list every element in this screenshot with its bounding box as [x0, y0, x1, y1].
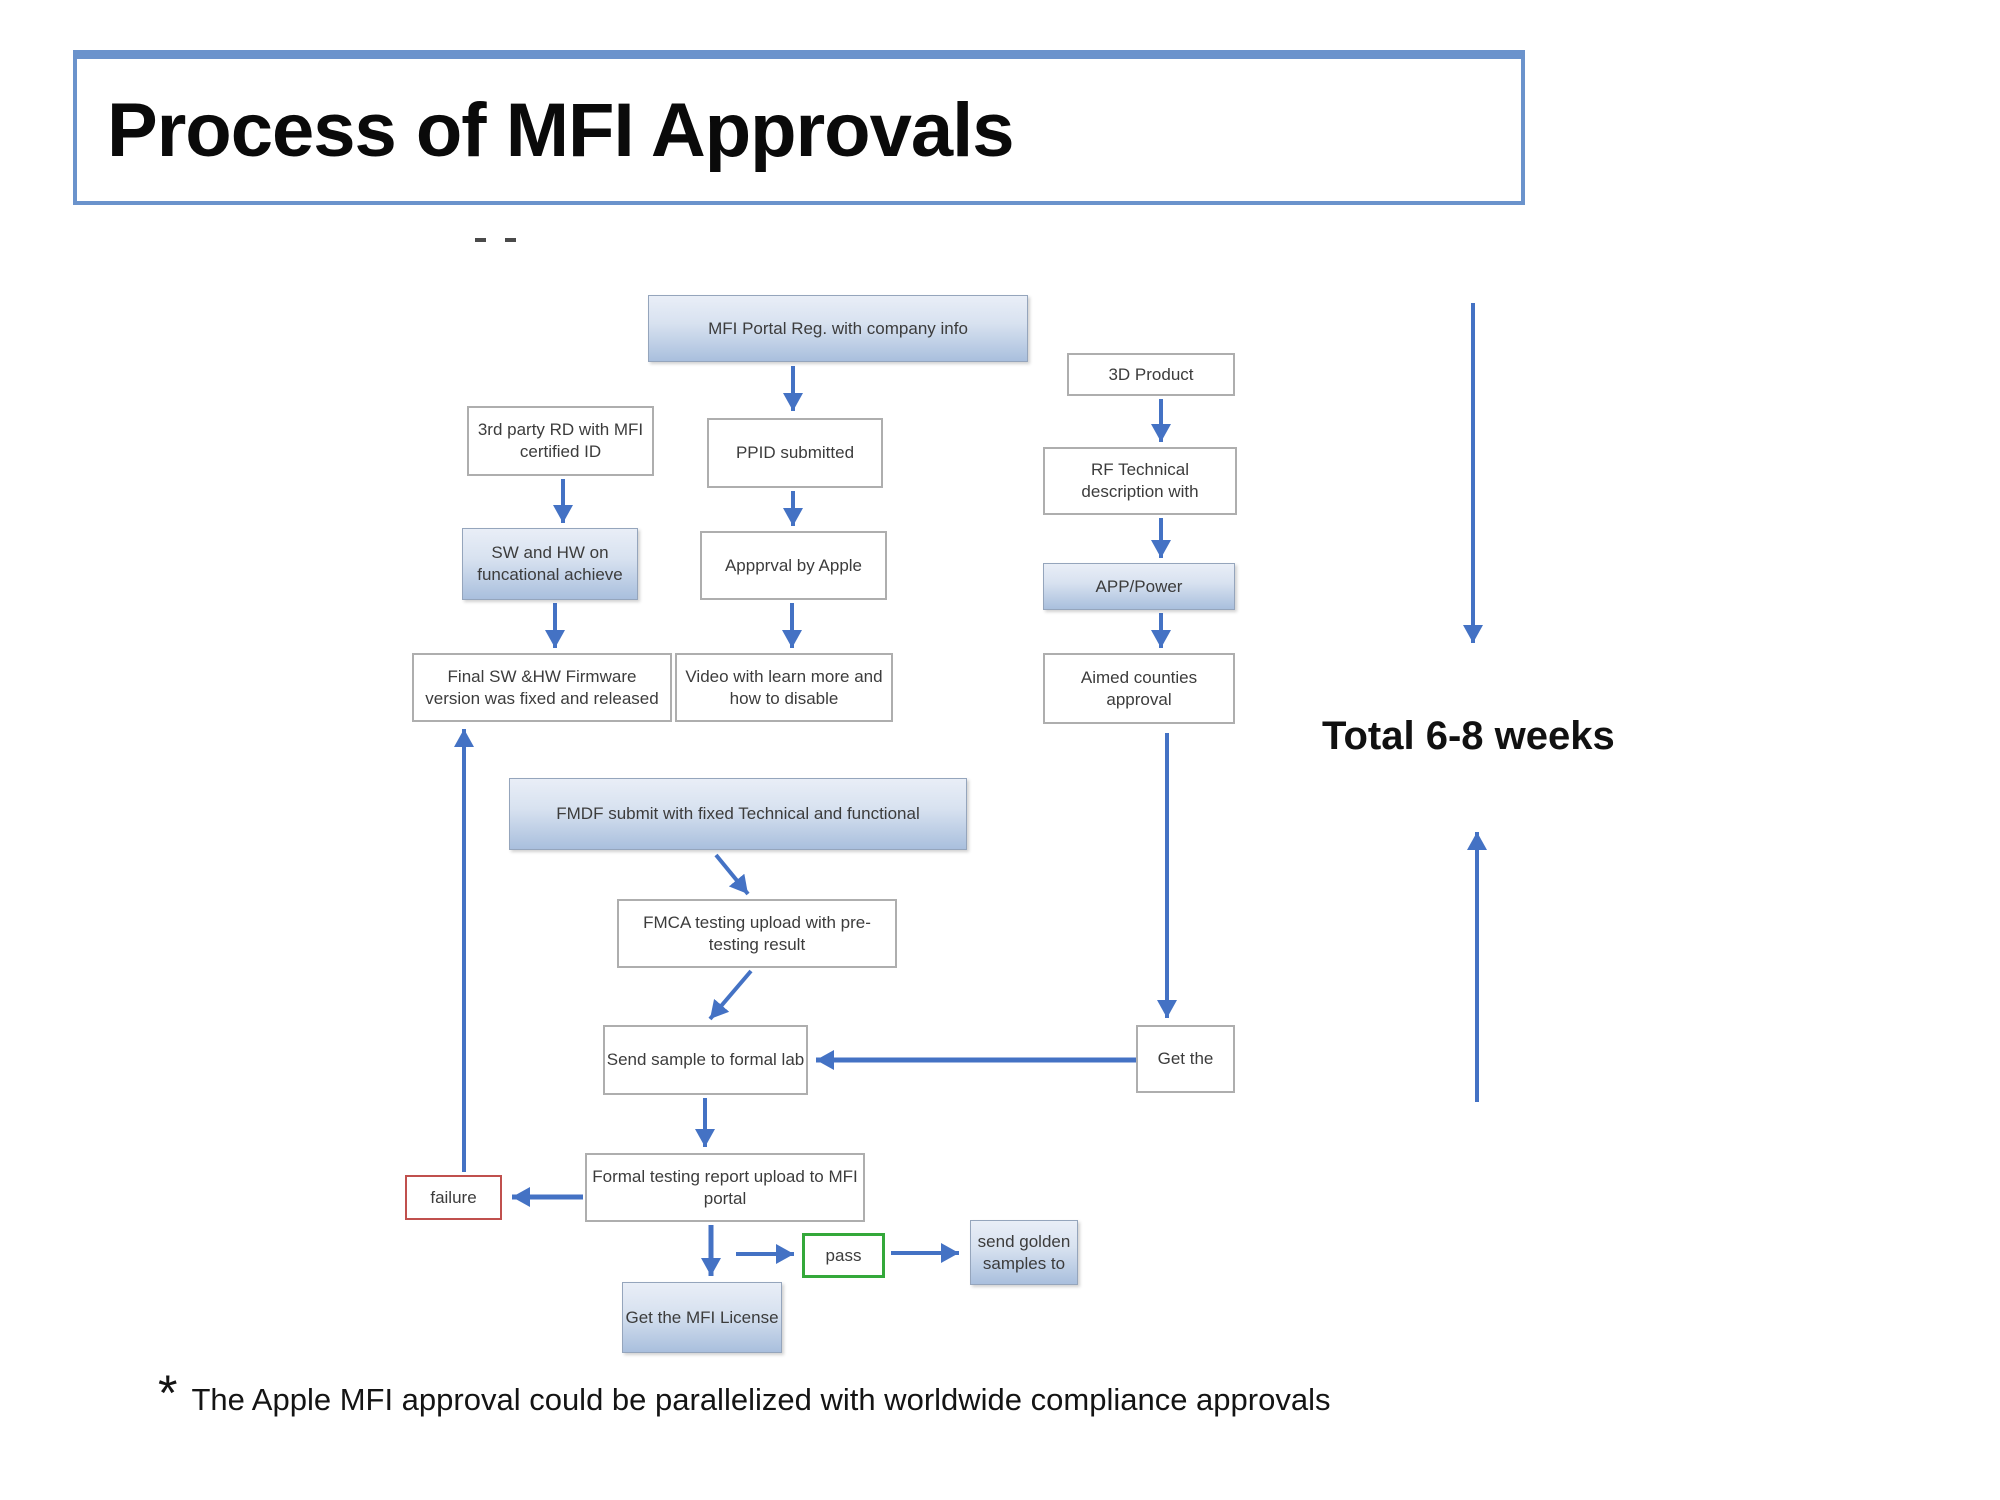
- node-apple-approval-label: Appprval by Apple: [724, 555, 863, 575]
- node-3d-product: 3D Product: [1067, 353, 1235, 396]
- node-app-power: APP/Power: [1043, 563, 1235, 610]
- node-ppid-label: PPID submitted: [735, 443, 855, 463]
- node-aimed-counties-label: Aimed counties approval: [1080, 667, 1198, 709]
- node-failure-label: failure: [430, 1187, 477, 1207]
- node-get-the: Get the: [1136, 1025, 1235, 1093]
- node-apple-approval: Appprval by Apple: [700, 531, 887, 600]
- node-golden-samples-label: send golden samples to: [977, 1231, 1071, 1273]
- node-aimed-counties: Aimed counties approval: [1043, 653, 1235, 724]
- node-fmca-label: FMCA testing upload with pre- testing re…: [643, 912, 871, 954]
- title-box: Process of MFI Approvals: [73, 50, 1525, 205]
- footnote-text: The Apple MFI approval could be parallel…: [191, 1382, 1331, 1417]
- footnote-asterisk: *: [158, 1365, 178, 1421]
- node-app-power-label: APP/Power: [1095, 576, 1183, 596]
- node-3d-product-label: 3D Product: [1108, 364, 1194, 384]
- node-formal-report-label: Formal testing report upload to MFI port…: [592, 1166, 858, 1208]
- node-video: Video with learn more and how to disable: [675, 653, 893, 722]
- node-third-party-rd-label: 3rd party RD with MFI certified ID: [477, 420, 644, 461]
- footnote: * The Apple MFI approval could be paralle…: [158, 1368, 1658, 1418]
- stray-dash-2: [505, 238, 516, 242]
- node-failure: failure: [405, 1175, 502, 1220]
- node-mfi-portal: MFI Portal Reg. with company info: [648, 295, 1028, 362]
- node-formal-report: Formal testing report upload to MFI port…: [585, 1153, 865, 1222]
- node-mfi-portal-label: MFI Portal Reg. with company info: [708, 318, 968, 338]
- total-duration-label: Total 6-8 weeks: [1322, 714, 1615, 758]
- node-rf-technical: RF Technical description with: [1043, 447, 1237, 515]
- node-final-firmware-label: Final SW &HW Firmware version was fixed …: [425, 666, 659, 708]
- stray-dash-1: [475, 238, 486, 242]
- page-title: Process of MFI Approvals: [107, 87, 1015, 173]
- node-ppid: PPID submitted: [707, 418, 883, 488]
- node-fmdf-label: FMDF submit with fixed Technical and fun…: [556, 804, 920, 824]
- node-get-the-label: Get the: [1157, 1049, 1214, 1069]
- node-pass-label: pass: [825, 1245, 862, 1265]
- node-golden-samples: send golden samples to: [970, 1220, 1078, 1285]
- arrow-fmca-to-sendsample: [708, 969, 753, 1021]
- node-sw-hw: SW and HW on funcational achieve: [462, 528, 638, 600]
- node-send-sample: Send sample to formal lab: [603, 1025, 808, 1095]
- node-mfi-license-label: Get the MFI License: [625, 1307, 779, 1327]
- node-fmdf: FMDF submit with fixed Technical and fun…: [509, 778, 967, 850]
- node-third-party-rd: 3rd party RD with MFI certified ID: [467, 406, 654, 476]
- node-pass: pass: [802, 1233, 885, 1278]
- node-video-label: Video with learn more and how to disable: [685, 666, 883, 708]
- node-send-sample-label: Send sample to formal lab: [606, 1050, 805, 1070]
- arrow-fmdf-to-fmca: [714, 853, 750, 896]
- node-final-firmware: Final SW &HW Firmware version was fixed …: [412, 653, 672, 722]
- node-mfi-license: Get the MFI License: [622, 1282, 782, 1353]
- node-sw-hw-label: SW and HW on funcational achieve: [477, 543, 623, 584]
- node-rf-technical-label: RF Technical description with: [1081, 460, 1199, 501]
- node-fmca: FMCA testing upload with pre- testing re…: [617, 899, 897, 968]
